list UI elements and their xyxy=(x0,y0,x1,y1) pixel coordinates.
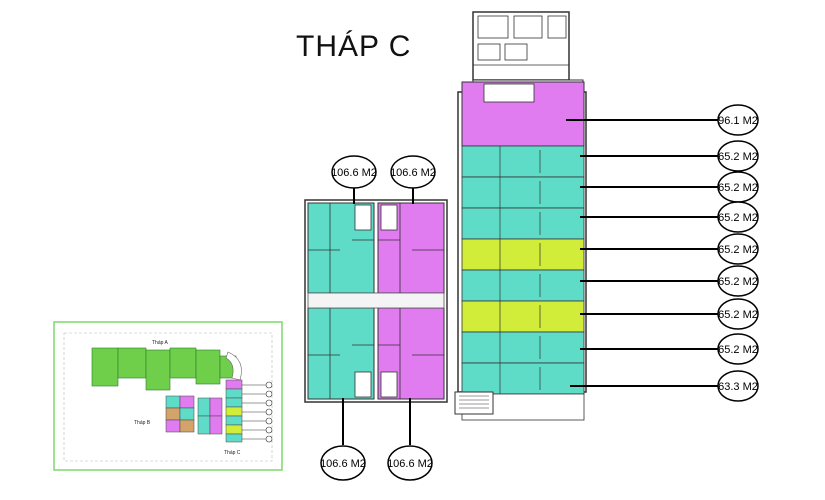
tower-label-ellipse: 96.1 M2 xyxy=(717,104,759,136)
tower-area-labels: 96.1 M2 65.2 M2 65.2 M2 65.2 M2 65.2 M2 65.2 … xyxy=(717,104,759,402)
tower-label-ellipse: 65.2 M2 xyxy=(717,201,759,233)
tower-area-label: 65.2 M2 xyxy=(718,212,758,224)
tower-area-label: 65.2 M2 xyxy=(718,182,758,194)
inset-label-tower-c: Tháp C xyxy=(224,450,241,456)
area-label-bottom-right: 106.6 M2 xyxy=(387,458,433,470)
tower-area-label: 65.2 M2 xyxy=(718,276,758,288)
tower-area-label: 65.2 M2 xyxy=(718,151,758,163)
tower-label-ellipse: 63.3 M2 xyxy=(717,370,759,402)
label-ellipse-tr: 106.6 M2 xyxy=(390,155,436,189)
tower-label-ellipse: 65.2 M2 xyxy=(717,233,759,265)
tower-label-ellipse: 65.2 M2 xyxy=(717,265,759,297)
inset-label-tower-a: Tháp A xyxy=(152,340,169,346)
tower-unit-row xyxy=(461,300,585,333)
area-label-top-left: 106.6 M2 xyxy=(331,167,377,179)
tower-unit-rows xyxy=(461,145,585,421)
left-apartment-block xyxy=(304,186,448,445)
inset-tower-b xyxy=(165,395,195,433)
inset-label-tower-b: Tháp B xyxy=(134,420,151,426)
tower-label-ellipse: 65.2 M2 xyxy=(717,140,759,172)
area-label-bottom-left: 106.6 M2 xyxy=(320,458,366,470)
inset-tower-a xyxy=(91,347,237,391)
tower-leader-lines xyxy=(566,119,720,387)
tower-label-ellipse: 65.2 M2 xyxy=(717,333,759,365)
tower-area-label: 65.2 M2 xyxy=(718,244,758,256)
tower-unit-row xyxy=(461,331,585,364)
tower-label-ellipse: 65.2 M2 xyxy=(717,298,759,330)
label-ellipse-tl: 106.6 M2 xyxy=(331,155,377,189)
tower-label-ellipse: 65.2 M2 xyxy=(717,171,759,203)
tower-unit-row xyxy=(461,362,585,395)
stair-core xyxy=(472,11,570,81)
tower-unit-row xyxy=(461,145,585,178)
tower-area-label: 96.1 M2 xyxy=(718,115,758,127)
area-label-top-right: 106.6 M2 xyxy=(390,167,436,179)
label-ellipse-br: 106.6 M2 xyxy=(387,445,433,481)
bottom-stair xyxy=(454,391,494,415)
tower-area-label: 65.2 M2 xyxy=(718,309,758,321)
tower-unit-row xyxy=(461,207,585,240)
tower-unit-row xyxy=(461,269,585,302)
tower-area-label: 63.3 M2 xyxy=(718,381,758,393)
page-title: THÁP C xyxy=(296,30,412,63)
site-inset-map: Tháp A Tháp B xyxy=(53,321,283,471)
tower-unit-row xyxy=(461,238,585,271)
tower-area-label: 65.2 M2 xyxy=(718,344,758,356)
inset-tower-c xyxy=(197,379,243,443)
label-ellipse-bl: 106.6 M2 xyxy=(320,445,366,481)
tower-unit-row xyxy=(461,176,585,209)
corridor xyxy=(307,292,445,309)
right-tower xyxy=(454,11,587,421)
